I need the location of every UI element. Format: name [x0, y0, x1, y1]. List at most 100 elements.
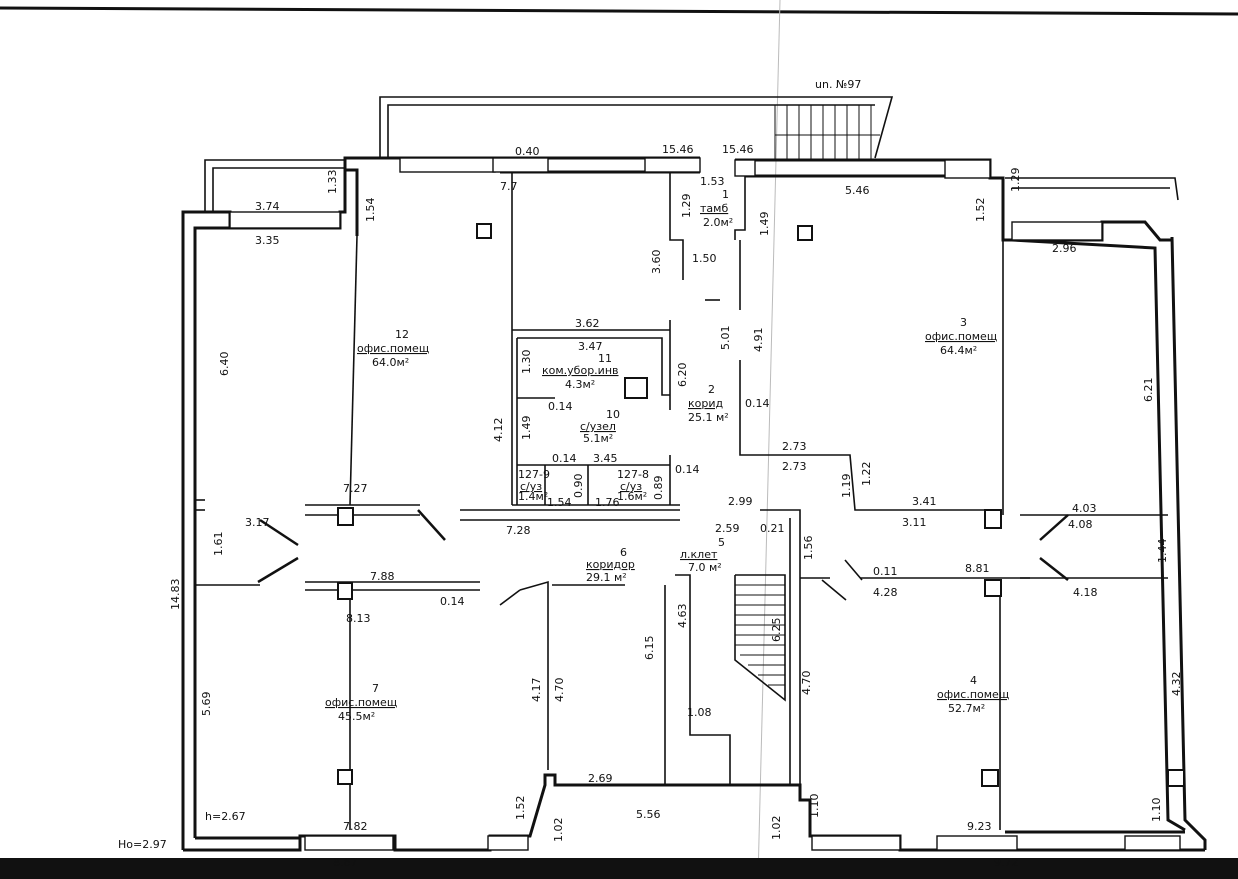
dimension-label: 0.14 [440, 595, 465, 608]
dimension-label: 1.44 [1156, 539, 1169, 564]
dimension-label: 5.01 [719, 326, 732, 351]
room-number: 4 [970, 674, 977, 687]
dimension-label: 4.17 [530, 678, 543, 703]
room-3-label: 3 офис.помещ 64.4м² [925, 316, 997, 357]
dimension-label: 4.28 [873, 586, 898, 599]
dimension-label: 1.22 [860, 462, 873, 487]
room-number: 6 [620, 546, 627, 559]
room-4-label: 4 офис.помещ 52.7м² [937, 674, 1009, 715]
doors [257, 299, 1069, 606]
dimension-label: 1.29 [1009, 168, 1022, 193]
dimension-label: 4.70 [553, 678, 566, 703]
dimension-label: 1.56 [802, 536, 815, 561]
room-number: 1 [722, 188, 729, 201]
sheet-top-border [0, 6, 1238, 16]
room-name: с/уз [520, 480, 542, 493]
room-area: 25.1 м² [688, 411, 729, 424]
room-name: офис.помещ [937, 688, 1009, 701]
room-area: 1.6м² [617, 490, 647, 503]
dimension-label: 0.14 [552, 452, 577, 465]
dimension-label: 1.02 [770, 816, 783, 841]
room-name: с/узел [580, 420, 616, 433]
dimension-label: 3.62 [575, 317, 600, 330]
dimension-label: 5.56 [636, 808, 661, 821]
dimension-label: 7.28 [506, 524, 531, 537]
dimension-label: 4.91 [752, 328, 765, 353]
room-area: 5.1м² [583, 432, 613, 445]
window [811, 835, 901, 851]
dimension-label: Ho=2.97 [118, 838, 167, 851]
dimension-label: 2.99 [728, 495, 753, 508]
dimension-label: 4.08 [1068, 518, 1093, 531]
dimension-label: 3.41 [912, 495, 937, 508]
dimension-label: 2.69 [588, 772, 613, 785]
dimension-label: 0.14 [675, 463, 700, 476]
room-6-label: 6 коридор 29.1 м² [586, 546, 635, 584]
room-number: 12 [395, 328, 409, 341]
room-name: коридор [586, 558, 635, 571]
dimension-label: 7.7 [500, 180, 518, 193]
dimension-label: h=2.67 [205, 810, 246, 823]
dimension-label: 6.20 [676, 363, 689, 388]
room-2-label: 2 корид 25.1 м² [688, 383, 729, 424]
dimension-label: 7.82 [343, 820, 368, 833]
room-11-label: 11 ком.убор.инв 4.3м² [542, 352, 619, 391]
dimension-label: 1.19 [840, 474, 853, 499]
room-area: 29.1 м² [586, 571, 627, 584]
dimension-label: 3.45 [593, 452, 618, 465]
room-area: 45.5м² [338, 710, 375, 723]
dimension-label: 9.72 [994, 856, 1019, 869]
dimension-label: 1.54 [364, 198, 377, 223]
room-area: 52.7м² [948, 702, 985, 715]
room-1-label: 1 тамб 2.0м² [700, 188, 733, 229]
room-9-label: 127-9 с/уз 1.4м² [518, 468, 550, 503]
dimension-label: 6.40 [218, 352, 231, 377]
dimension-label: 4.12 [492, 418, 505, 443]
interior-walls [195, 172, 1168, 830]
room-area: 64.4м² [940, 344, 977, 357]
dimension-label: 3.60 [650, 250, 663, 275]
dimension-label: 4.32 [1170, 672, 1183, 697]
window [936, 835, 1018, 851]
dimension-label: 1.76 [595, 496, 620, 509]
dimension-label: 7.88 [370, 570, 395, 583]
dimension-label: 1.52 [974, 198, 987, 223]
window [944, 159, 991, 179]
room-number: 2 [708, 383, 715, 396]
dimension-label: 1.50 [692, 252, 717, 265]
room-number: 11 [598, 352, 612, 365]
room-area: 4.3м² [565, 378, 595, 391]
room-7-label: 7 офис.помещ 45.5м² [325, 682, 397, 723]
dimension-label: 4.18 [1073, 586, 1098, 599]
dimension-label: 3.11 [902, 516, 927, 529]
dimension-label: 6.25 [770, 618, 783, 643]
room-number: 5 [718, 536, 725, 549]
dimension-label: 0.89 [652, 476, 665, 501]
window [734, 159, 756, 177]
window [399, 157, 496, 173]
dimension-label: 0.11 [873, 565, 898, 578]
room-number: 7 [372, 682, 379, 695]
window [487, 835, 529, 851]
dimension-label: 5.69 [200, 692, 213, 717]
dimension-label: 9.23 [967, 820, 992, 833]
dimension-label: 4.03 [1072, 502, 1097, 515]
room-name: офис.помещ [325, 696, 397, 709]
dimension-label: 15.46 [662, 143, 694, 156]
room-number: 3 [960, 316, 967, 329]
room-10-label: 10 с/узел 5.1м² [580, 408, 620, 445]
dimension-label: 3.17 [245, 516, 270, 529]
column [337, 769, 353, 785]
dimension-label: 8.81 [965, 562, 990, 575]
column [984, 509, 1002, 529]
dimension-label: 0.90 [572, 474, 585, 499]
dimension-label: 1.10 [1150, 798, 1163, 823]
dimension-label: 4.70 [800, 671, 813, 696]
room-area: 1.4м² [518, 490, 548, 503]
column [797, 225, 813, 241]
room-5-label: 5 л.клет 7.0 м² [680, 536, 725, 574]
windows [229, 157, 1181, 851]
dimension-label: 3.35 [255, 234, 280, 247]
dimension-label: 2.73 [782, 440, 807, 453]
window [1011, 221, 1103, 241]
